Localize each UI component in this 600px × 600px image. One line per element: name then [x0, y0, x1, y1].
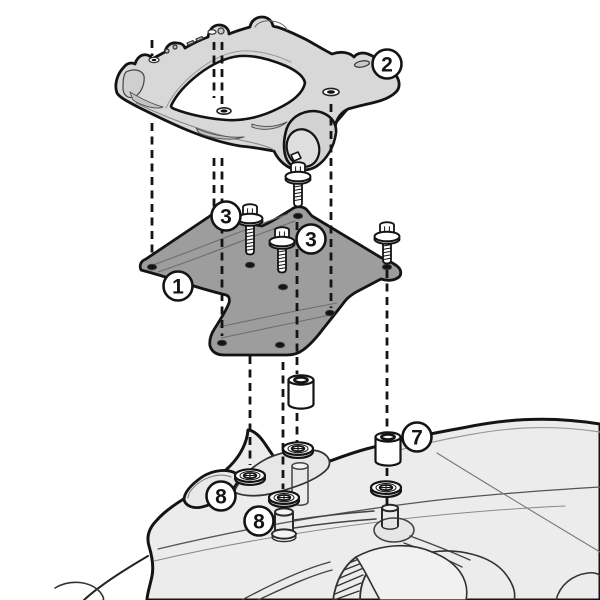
- tail-diagonal-seam: [436, 452, 600, 553]
- right-mount-bobbin: [381, 503, 399, 530]
- callout-2-label: 2: [381, 54, 393, 77]
- swingarm-shape: [431, 550, 516, 600]
- rim-details: [148, 20, 371, 68]
- callout-1-label: 1: [172, 276, 184, 299]
- cross-strut: [293, 510, 377, 529]
- flange-bolt-center: [268, 226, 296, 274]
- bracket-outline: [138, 205, 403, 357]
- callout-8a: 8: [205, 480, 237, 512]
- washer-3: [281, 441, 315, 460]
- callout-7: 7: [401, 421, 433, 453]
- flange-bolt-left: [236, 203, 264, 256]
- tail-seam-line: [157, 486, 600, 550]
- washer-2: [267, 490, 301, 509]
- left-mount-post: [271, 507, 297, 543]
- muffler-shape: [355, 544, 468, 600]
- face-crescent-1: [195, 127, 245, 140]
- mounting-bracket-plate: [138, 205, 403, 357]
- top-plate-opening: [169, 54, 307, 122]
- left-scoop: [129, 91, 164, 109]
- body-left-blob: [54, 581, 105, 600]
- spacer-bushing-center: [287, 374, 315, 410]
- callouts: 1 2 3 3 7 8 8: [162, 48, 433, 537]
- lock-cylinder: [282, 108, 349, 172]
- callout-3a-label: 3: [220, 206, 232, 229]
- monorack-top-plate: [114, 15, 401, 172]
- rear-hub-arc: [555, 572, 600, 600]
- callout-8a-label: 8: [215, 486, 227, 509]
- callout-3a: 3: [210, 200, 242, 232]
- flange-bolt-right: [373, 221, 401, 265]
- top-plate-rim-echo: [165, 50, 292, 109]
- callout-3b: 3: [295, 223, 327, 255]
- flange-bolt-top: [284, 161, 312, 208]
- spacer-bushing-right: [374, 431, 402, 467]
- washer-4: [369, 480, 403, 499]
- callout-7-label: 7: [411, 427, 423, 450]
- callout-8b-label: 8: [253, 511, 265, 534]
- frame-tube: [241, 561, 333, 600]
- hardware: [233, 161, 403, 509]
- body-left-edge-detail: [83, 555, 149, 600]
- face-crescent-2: [251, 121, 288, 130]
- callout-1: 1: [162, 270, 194, 302]
- washer-1: [233, 468, 267, 487]
- plate-mount-holes: [216, 87, 340, 116]
- right-mount-boss: [373, 517, 415, 543]
- callout-8b: 8: [243, 505, 275, 537]
- callout-2: 2: [371, 48, 403, 80]
- callout-3b-label: 3: [305, 229, 317, 252]
- alignment-dashed-lines: [150, 40, 389, 506]
- bracket-holes: [146, 212, 393, 349]
- tail-fin-inner-line: [187, 474, 232, 499]
